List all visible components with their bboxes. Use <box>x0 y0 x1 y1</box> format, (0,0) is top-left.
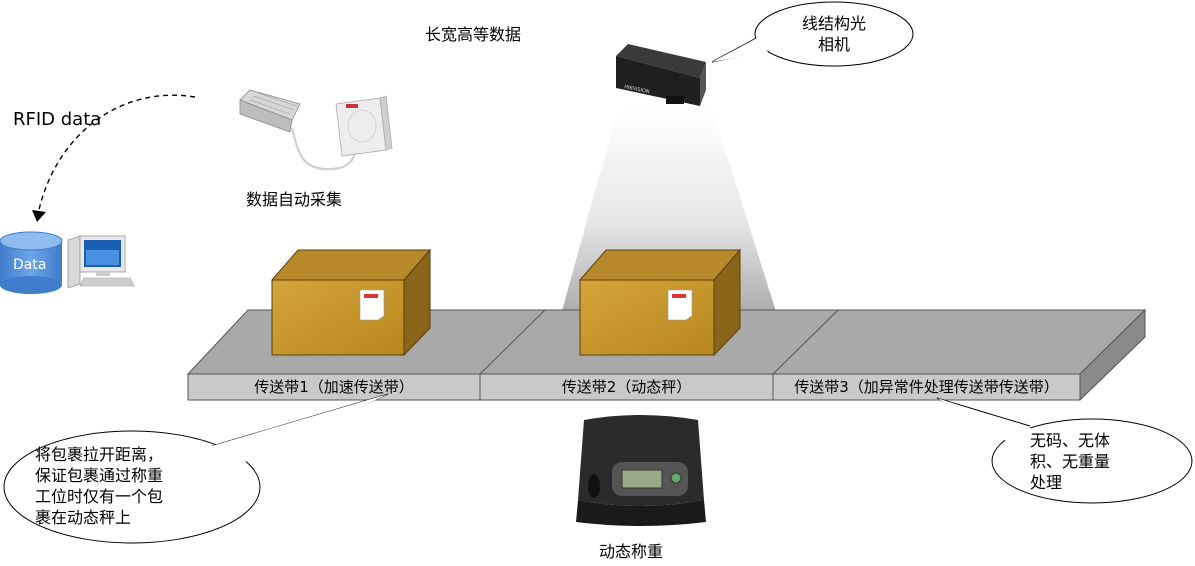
belt-2-label: 传送带2（动态秤） <box>561 378 692 396</box>
belt-1-label: 传送带1（加速传送带） <box>254 378 414 396</box>
line-structured-light-camera: HIKVISION <box>616 44 706 106</box>
dynamic-scale-image <box>570 404 712 528</box>
rfid-reader-device <box>239 89 301 133</box>
rfid-antenna <box>335 95 393 157</box>
camera-brand-text: HIKVISION <box>624 84 651 95</box>
rfid-arrow-head <box>32 210 46 222</box>
database-icon <box>0 231 63 294</box>
computer-icon <box>67 235 135 289</box>
rfid-data-label: RFID data <box>13 109 102 130</box>
rfid-cable <box>290 127 357 171</box>
parcel-box-1 <box>270 248 432 357</box>
parcel-box-2 <box>578 248 742 357</box>
rfid-data-arrow <box>37 94 196 215</box>
scale-caption: 动态称重 <box>599 542 664 561</box>
auto-collect-label: 数据自动采集 <box>246 190 343 209</box>
left-callout-bubble <box>3 393 389 544</box>
left-callout-text: 将包裹拉开距离， 保证包裹通过称重 工位时仅有一个包 裹在动态秤上 <box>35 445 164 527</box>
dimension-data-label: 长宽高等数据 <box>425 25 522 44</box>
database-label: Data <box>13 257 47 273</box>
right-callout-bubble <box>936 397 1193 504</box>
right-callout-text: 无码、无体 积、无重量 处理 <box>1030 431 1111 492</box>
camera-callout-text: 线结构光 相机 <box>801 14 866 54</box>
camera-callout-bubble <box>711 1 914 67</box>
belt-3-label: 传送带3（加异常件处理传送带传送带） <box>794 378 1059 396</box>
